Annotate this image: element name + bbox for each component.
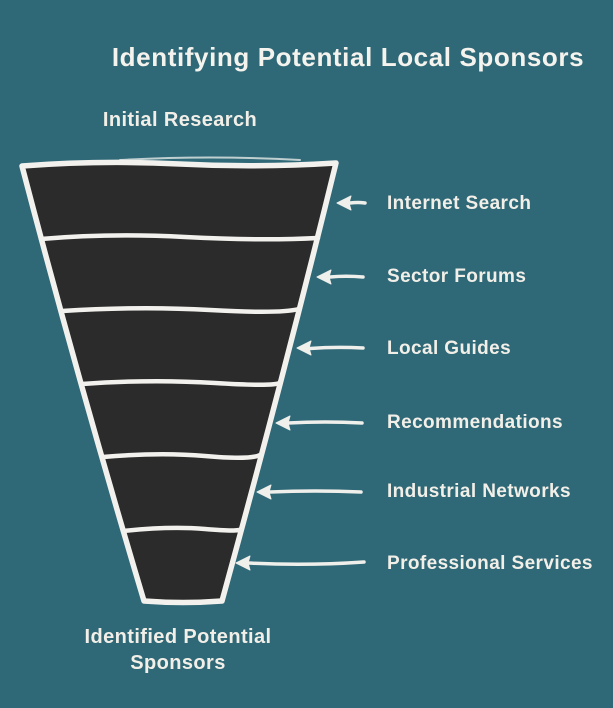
- funnel-level-label-sector-forums: Sector Forums: [387, 266, 527, 287]
- funnel-divider-5: [120, 525, 244, 534]
- arrow-professional-services-icon: [235, 555, 366, 571]
- funnel-divider-3: [79, 378, 283, 388]
- arrow-sector-forums-icon: [316, 269, 365, 285]
- arrow-industrial-networks-icon: [256, 484, 363, 500]
- arrow-internet-search-icon: [336, 195, 367, 211]
- funnel-level-label-industrial-networks: Industrial Networks: [387, 481, 571, 502]
- arrow-local-guides-icon: [296, 340, 365, 356]
- funnel-level-label-recommendations: Recommendations: [387, 412, 563, 433]
- funnel-divider-2: [59, 305, 302, 315]
- arrow-recommendations-icon: [275, 415, 364, 431]
- funnel-exit-label: Identified Potential Sponsors: [84, 626, 272, 674]
- funnel-level-label-internet-search: Internet Search: [387, 193, 532, 214]
- page-title: Identifying Potential Local Sponsors: [111, 42, 585, 72]
- funnel-divider-4: [100, 451, 263, 460]
- funnel-level-label-professional-services: Professional Services: [387, 553, 593, 574]
- funnel-entry-label: Initial Research: [102, 109, 258, 131]
- funnel-level-label-local-guides: Local Guides: [387, 338, 512, 359]
- funnel-divider-1: [38, 233, 321, 242]
- funnel-top-sketch-line: [119, 156, 301, 161]
